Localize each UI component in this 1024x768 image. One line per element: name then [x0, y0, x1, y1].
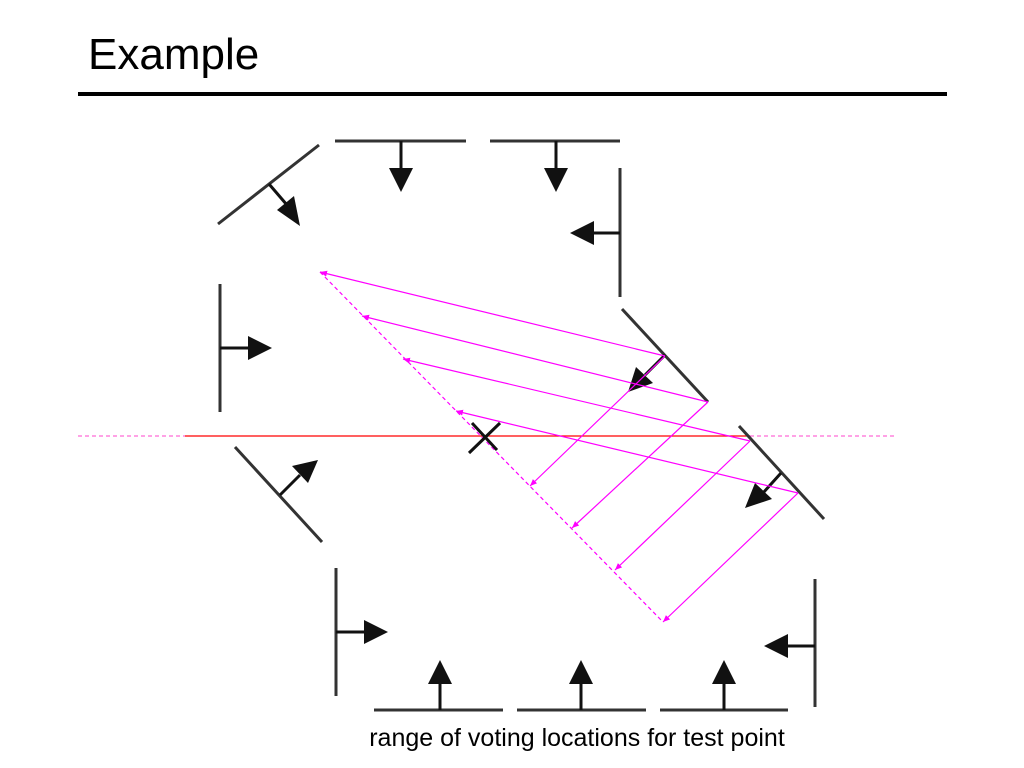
arrow-down-right-icon: [277, 196, 300, 226]
edge-right-diagonal-2: [737, 424, 826, 521]
arrow-right-icon: [248, 336, 272, 360]
arrow-down-left-icon: [745, 483, 772, 508]
arrow-left-icon: [570, 221, 594, 245]
arrow-up-icon: [712, 660, 736, 684]
arrow-up-right-icon: [292, 460, 318, 483]
arrow-down-icon: [389, 168, 413, 192]
arrow-down-icon: [544, 168, 568, 192]
title-divider: [78, 92, 947, 96]
arrow-up-icon: [428, 660, 452, 684]
diagram-caption: range of voting locations for test point: [369, 724, 785, 752]
arrow-right-icon: [364, 620, 388, 644]
boundary-edges: [217, 139, 826, 712]
vote-lines: [319, 270, 799, 623]
slide-title: Example: [88, 30, 260, 79]
arrow-left-icon: [764, 634, 788, 658]
test-point-marker: [467, 421, 502, 455]
arrow-up-icon: [569, 660, 593, 684]
edge-left-lower-diagonal: [233, 445, 324, 544]
